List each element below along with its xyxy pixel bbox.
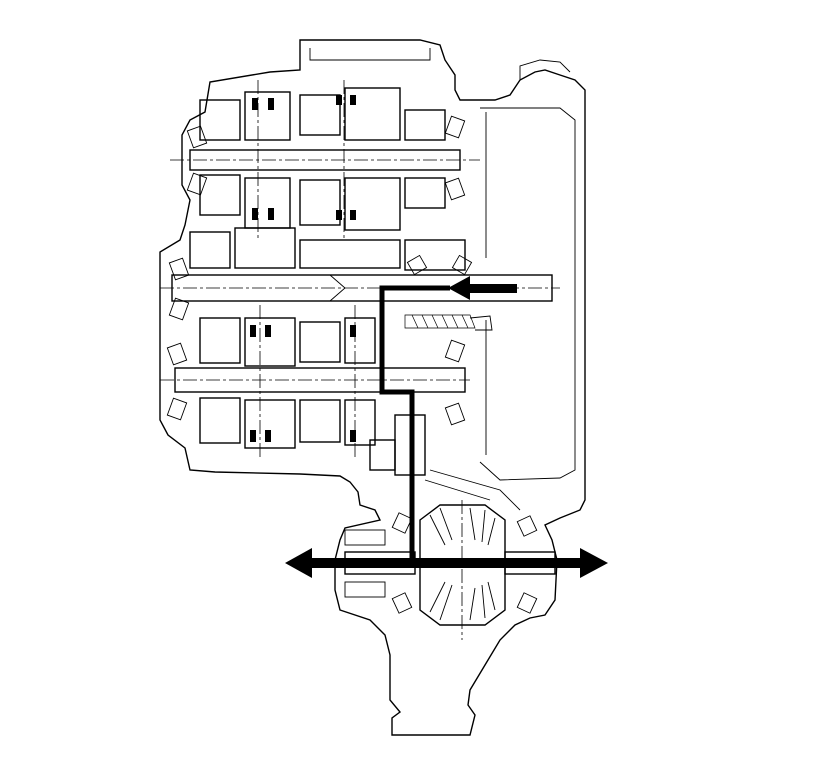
- output-shaft-assembly: [160, 305, 493, 460]
- differential-case: [419, 504, 506, 626]
- power-flow-line: [379, 285, 450, 560]
- transfer-gear-region: [369, 414, 521, 511]
- output-arrow-shaft: [305, 558, 585, 568]
- input-shaft-assembly: [160, 227, 560, 321]
- input-arrow-shaft: [462, 284, 517, 293]
- input-arrow-head: [448, 276, 470, 300]
- upper-shaft-assembly: [170, 80, 480, 240]
- transaxle-case-outline: [159, 39, 586, 736]
- left-output-arrow-head: [285, 548, 312, 578]
- input-shaft: [171, 274, 553, 302]
- upper-shaft: [189, 149, 461, 171]
- output-shaft: [174, 367, 466, 393]
- power-flow-path: [285, 276, 608, 578]
- differential-assembly: [330, 500, 560, 640]
- right-output-arrow-head: [580, 548, 608, 578]
